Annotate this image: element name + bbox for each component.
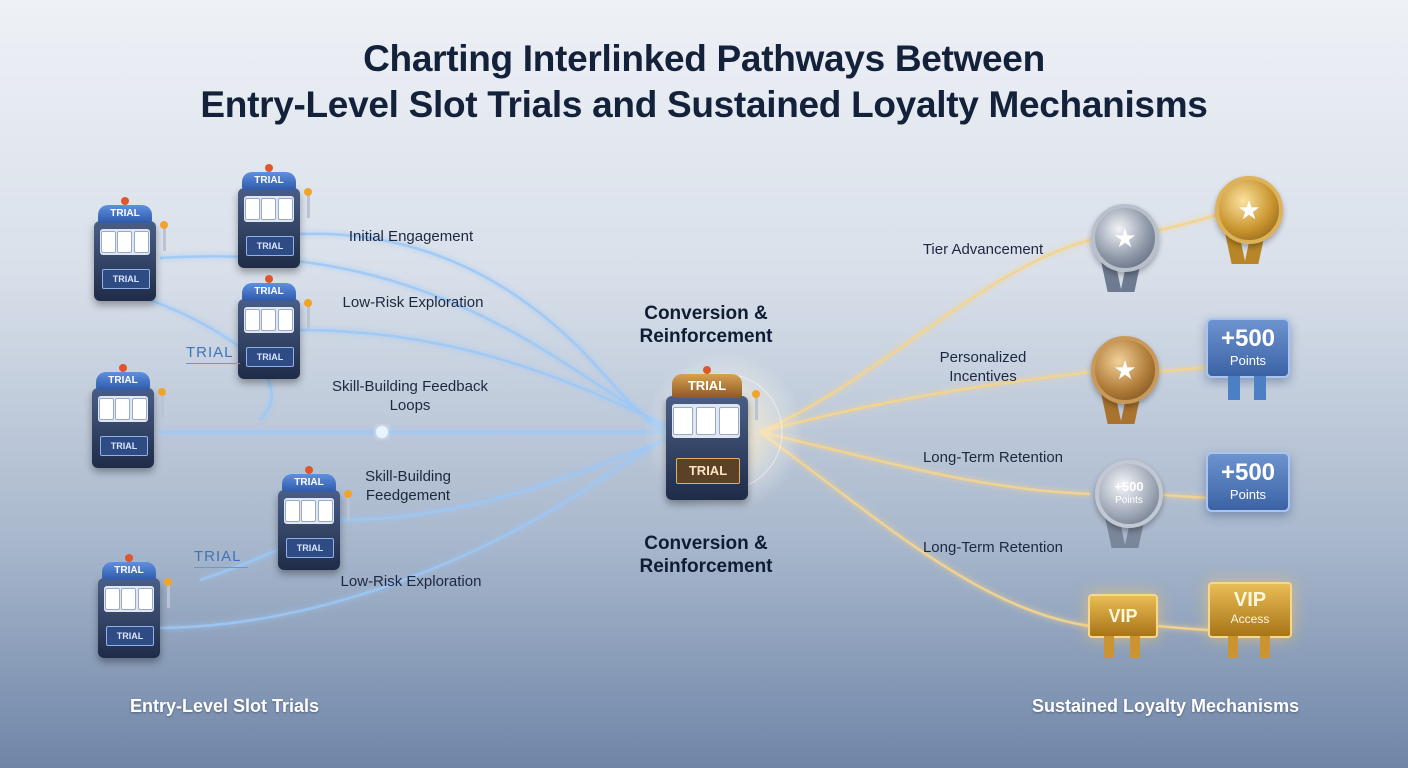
slot-knob xyxy=(703,366,711,374)
slot-reels xyxy=(672,404,740,438)
slot-reels xyxy=(98,396,148,422)
loyalty-section-label: Sustained Loyalty Mechanisms xyxy=(1032,696,1300,716)
slot-reels xyxy=(284,498,334,524)
points-card: +500 Points xyxy=(1206,318,1290,400)
slot-lever xyxy=(304,188,312,218)
points-unit: Points xyxy=(1229,353,1267,368)
slot-cabinet: TRIAL xyxy=(278,490,340,570)
slot-plate: TRIAL xyxy=(246,236,294,256)
star-icon: ★ xyxy=(1215,176,1283,244)
points-value: +500 xyxy=(1220,325,1276,352)
slot-lever xyxy=(752,390,760,420)
loyalty-label: Long-Term Retention xyxy=(922,449,1064,466)
slot-crown: TRIAL xyxy=(672,374,742,398)
slot-reels xyxy=(100,229,150,255)
slot-machine: TRIAL TRIAL xyxy=(276,466,352,574)
pathway-label: Skill-Building Feedgement xyxy=(365,468,451,504)
silver-medal: ★ xyxy=(1088,204,1159,300)
vip-ribbon xyxy=(1228,636,1238,658)
loyalty-paths xyxy=(759,212,1221,632)
slot-cabinet: TRIAL xyxy=(94,221,156,301)
slot-lever xyxy=(164,578,172,608)
slot-knob xyxy=(265,164,273,172)
pathway-label: Low-Risk Exploration xyxy=(342,294,484,311)
slot-cabinet: TRIAL xyxy=(666,396,748,500)
vip-badge-small: VIP xyxy=(1088,594,1158,658)
pathway-label: Low-Risk Exploration xyxy=(340,573,482,590)
points-medal: +500 Points xyxy=(1092,460,1163,556)
slot-plate: TRIAL xyxy=(286,538,334,558)
entry-section-label: Entry-Level Slot Trials xyxy=(130,696,320,716)
slot-lever xyxy=(158,388,166,418)
slot-knob xyxy=(265,275,273,283)
pathway-label: Skill-Building Feedback Loops xyxy=(332,378,488,414)
star-icon: ★ xyxy=(1091,204,1159,272)
slot-cabinet: TRIAL xyxy=(238,299,300,379)
slot-reels xyxy=(104,586,154,612)
vip-ribbon xyxy=(1260,636,1270,658)
points-medal-value: +500 xyxy=(1114,479,1144,494)
slot-cabinet: TRIAL xyxy=(98,578,160,658)
slot-lever xyxy=(344,490,352,520)
vip-label: VIP xyxy=(1233,589,1267,611)
conversion-label-top: Conversion & Reinforcement xyxy=(639,303,773,347)
pathway-label: Initial Engagement xyxy=(348,228,474,245)
slot-crown: TRIAL xyxy=(102,562,156,580)
vip-ribbon xyxy=(1130,636,1140,658)
vip-ribbon xyxy=(1104,636,1114,658)
slot-crown: TRIAL xyxy=(96,372,150,390)
points-card: +500 Points xyxy=(1206,452,1290,512)
slot-reels xyxy=(244,196,294,222)
slot-machine: TRIAL TRIAL xyxy=(92,197,168,305)
star-icon: ★ xyxy=(1091,336,1159,404)
central-slot-machine: TRIAL TRIAL xyxy=(664,366,760,502)
trial-tag: TRIAL xyxy=(186,344,240,364)
conversion-label-bottom: Conversion & Reinforcement xyxy=(639,533,773,577)
slot-reels xyxy=(244,307,294,333)
slot-plate: TRIAL xyxy=(676,458,740,484)
slot-plate: TRIAL xyxy=(106,626,154,646)
slot-crown: TRIAL xyxy=(242,172,296,190)
slot-cabinet: TRIAL xyxy=(238,188,300,268)
points-medal-unit: Points xyxy=(1115,495,1143,506)
slot-knob xyxy=(121,197,129,205)
slot-machine: TRIAL TRIAL xyxy=(236,275,312,383)
slot-cabinet: TRIAL xyxy=(92,388,154,468)
slot-crown: TRIAL xyxy=(98,205,152,223)
slot-machine: TRIAL TRIAL xyxy=(96,554,172,662)
vip-access-badge: VIP Access xyxy=(1208,582,1292,658)
slot-plate: TRIAL xyxy=(102,269,150,289)
slot-crown: TRIAL xyxy=(242,283,296,301)
points-unit: Points xyxy=(1229,487,1267,502)
slot-plate: TRIAL xyxy=(100,436,148,456)
page-title-line-1: Charting Interlinked Pathways Between xyxy=(363,38,1045,79)
gold-medal: ★ xyxy=(1212,176,1283,272)
loyalty-label: Personalized Incentives xyxy=(939,349,1027,385)
vip-access-label: Access xyxy=(1230,612,1270,626)
loyalty-label: Long-Term Retention xyxy=(922,539,1064,556)
card-ribbon xyxy=(1254,376,1266,400)
loyalty-label: Tier Advancement xyxy=(922,241,1044,258)
slot-lever xyxy=(160,221,168,251)
slot-machine: TRIAL TRIAL xyxy=(236,164,312,272)
slot-lever xyxy=(304,299,312,329)
points-medal-disc: +500 Points xyxy=(1095,460,1163,528)
trial-tag: TRIAL xyxy=(194,548,248,568)
slot-knob xyxy=(305,466,313,474)
card-ribbon xyxy=(1228,376,1240,400)
slot-knob xyxy=(125,554,133,562)
slot-plate: TRIAL xyxy=(246,347,294,367)
points-value: +500 xyxy=(1220,459,1276,486)
slot-machine: TRIAL TRIAL xyxy=(90,364,166,472)
path-node-dot xyxy=(376,426,388,438)
slot-knob xyxy=(119,364,127,372)
vip-label: VIP xyxy=(1108,606,1138,626)
slot-crown: TRIAL xyxy=(282,474,336,492)
bronze-medal: ★ xyxy=(1088,336,1159,432)
page-title-line-2: Entry-Level Slot Trials and Sustained Lo… xyxy=(200,84,1208,125)
